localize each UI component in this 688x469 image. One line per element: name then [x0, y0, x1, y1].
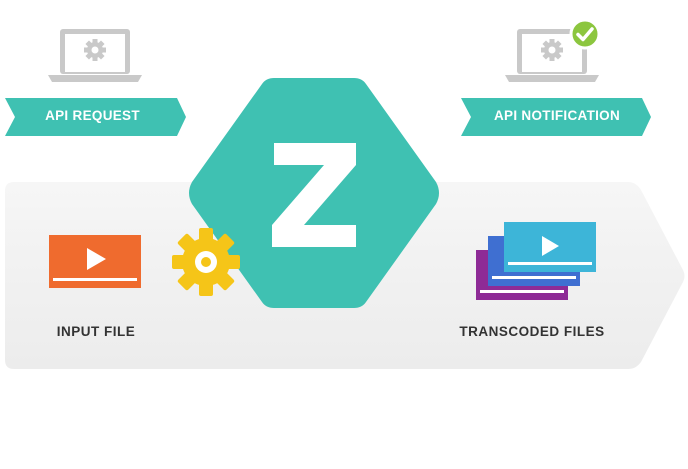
gear-icon: [172, 228, 240, 296]
api-notification-label: API NOTIFICATION: [493, 108, 621, 123]
logo-letter-z: [272, 143, 356, 247]
transcoded-files-label: TRANSCODED FILES: [459, 324, 605, 339]
laptop-gear-check-icon: [505, 29, 599, 82]
check-icon: [569, 18, 601, 50]
laptop-gear-icon: [48, 29, 142, 82]
input-file-label: INPUT FILE: [56, 324, 136, 339]
api-notification-ribbon-shape: [461, 98, 651, 136]
api-request-label: API REQUEST: [45, 108, 140, 123]
play-icon: [49, 235, 141, 288]
api-request-ribbon-shape: [5, 98, 186, 136]
video-stack-icon: [476, 222, 596, 300]
